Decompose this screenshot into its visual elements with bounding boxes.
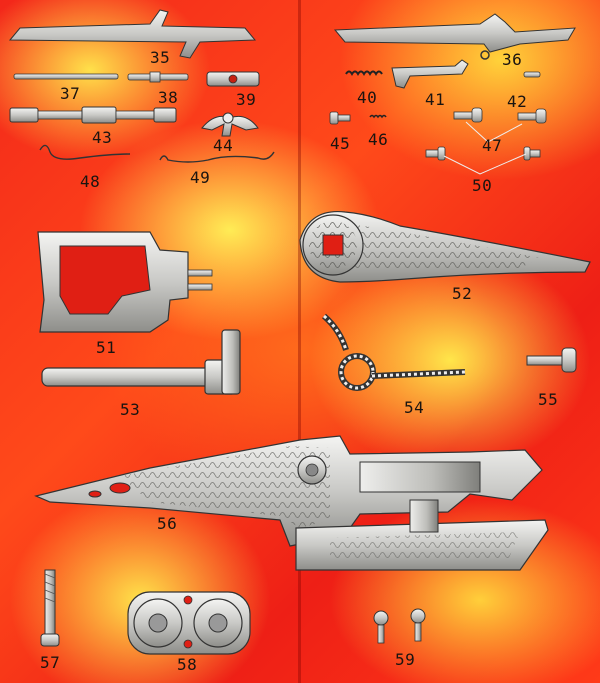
label-35: 35 bbox=[150, 48, 171, 67]
label-54: 54 bbox=[404, 398, 425, 417]
part-36 bbox=[333, 13, 576, 60]
label-39: 39 bbox=[236, 90, 257, 109]
label-53: 53 bbox=[120, 400, 141, 419]
part-40 bbox=[345, 70, 383, 76]
label-37: 37 bbox=[60, 84, 81, 103]
part-51 bbox=[37, 231, 213, 333]
part-37 bbox=[13, 73, 119, 80]
part-55 bbox=[526, 347, 577, 373]
part-48 bbox=[39, 144, 131, 160]
part-47 bbox=[453, 107, 547, 143]
part-50 bbox=[425, 146, 541, 175]
label-46: 46 bbox=[368, 130, 389, 149]
part-35 bbox=[8, 9, 257, 59]
label-41: 41 bbox=[425, 90, 446, 109]
label-51: 51 bbox=[96, 338, 117, 357]
part-58 bbox=[127, 591, 251, 655]
page-fold bbox=[298, 0, 301, 683]
label-48: 48 bbox=[80, 172, 101, 191]
part-52 bbox=[299, 210, 591, 283]
label-45: 45 bbox=[330, 134, 351, 153]
part-54 bbox=[321, 313, 466, 391]
label-43: 43 bbox=[92, 128, 113, 147]
label-49: 49 bbox=[190, 168, 211, 187]
part-53 bbox=[41, 329, 241, 395]
part-44 bbox=[201, 112, 259, 137]
part-56 bbox=[34, 435, 549, 571]
label-52: 52 bbox=[452, 284, 473, 303]
label-59: 59 bbox=[395, 650, 416, 669]
part-46 bbox=[369, 114, 387, 119]
label-47: 47 bbox=[482, 136, 503, 155]
label-56: 56 bbox=[157, 514, 178, 533]
label-58: 58 bbox=[177, 655, 198, 674]
part-43 bbox=[9, 106, 177, 124]
label-36: 36 bbox=[502, 50, 523, 69]
label-50: 50 bbox=[472, 176, 493, 195]
part-45 bbox=[329, 111, 351, 125]
part-41 bbox=[391, 59, 469, 89]
label-42: 42 bbox=[507, 92, 528, 111]
part-59 bbox=[373, 608, 426, 644]
part-57 bbox=[40, 569, 60, 647]
part-39 bbox=[206, 71, 260, 87]
part-49 bbox=[159, 151, 275, 163]
label-44: 44 bbox=[213, 136, 234, 155]
label-57: 57 bbox=[40, 653, 61, 672]
label-40: 40 bbox=[357, 88, 378, 107]
part-42 bbox=[523, 71, 541, 78]
label-38: 38 bbox=[158, 88, 179, 107]
label-55: 55 bbox=[538, 390, 559, 409]
part-38 bbox=[127, 71, 189, 83]
